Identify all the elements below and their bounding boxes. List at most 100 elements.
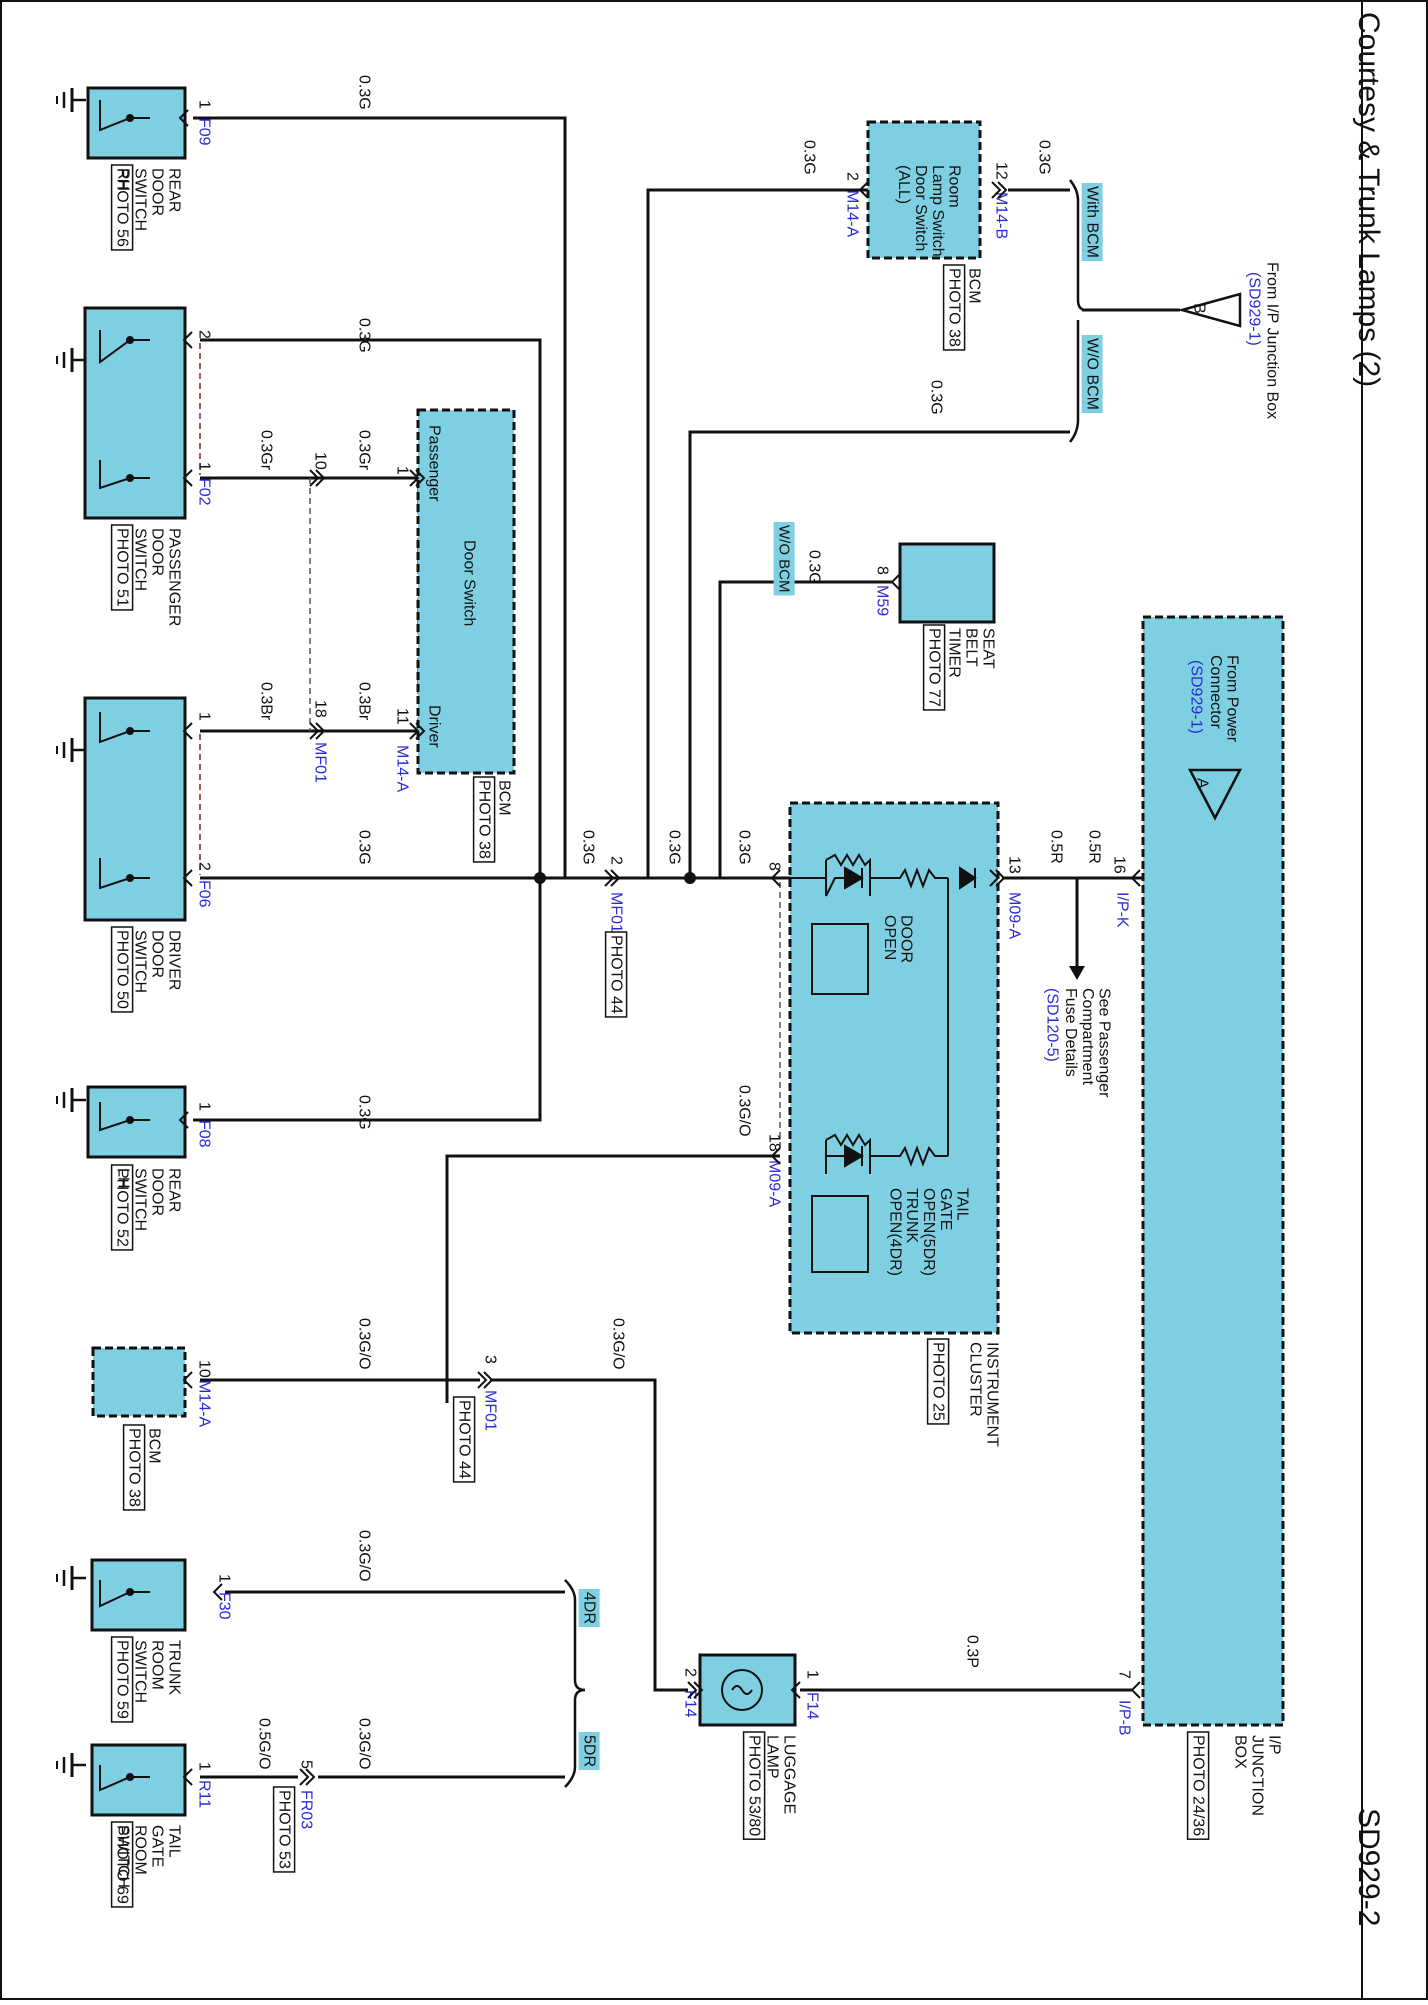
cluster-door-open-0: DOOR	[898, 915, 915, 963]
ip-jb-tag-a	[1187, 768, 1243, 821]
tailgate-wire-left: 0.5G/O	[256, 1718, 273, 1770]
seat-name-line-1: BELT	[963, 628, 980, 667]
chev-mf3	[477, 1371, 494, 1389]
from-ip-jb-text: From I/P Junction Box	[1264, 262, 1281, 419]
rear-door-lh-name-line-2: SWITCH	[132, 1168, 149, 1231]
wires	[193, 116, 1217, 1779]
ip-conn7: I/P-B	[1116, 1700, 1133, 1736]
bcm-ds-pin1: 1	[394, 466, 411, 475]
mf01-wire-right: 0.3G	[736, 830, 753, 865]
mf01-wire-mid: 0.3G	[666, 830, 683, 865]
seat-pin: 8	[874, 566, 891, 575]
driver-conn: F06	[196, 880, 213, 908]
page-code: SD929-2	[1352, 1808, 1385, 1926]
room-lamp-pin-right: 12	[993, 162, 1010, 180]
cluster-tail-1: GATE	[937, 1188, 954, 1230]
room-lamp-wire-wo: 0.3G	[928, 380, 945, 415]
cluster-pin13: 13	[1006, 856, 1023, 874]
chev-rdrh	[178, 109, 189, 127]
tailgate-name-line-3: SWITCH	[115, 1825, 132, 1888]
room-lamp-photo: PHOTO 38	[946, 268, 963, 347]
rear-door-lh-pin: 1	[196, 1102, 213, 1111]
rear-door-lh-conn: F08	[196, 1120, 213, 1148]
tailgate-name-line-1: GATE	[149, 1825, 166, 1867]
driver-wire-g: 0.3G	[356, 830, 373, 865]
component-boxes	[83, 86, 1285, 1817]
ip-pin16: 16	[1111, 856, 1128, 874]
passenger-photo: PHOTO 51	[114, 528, 131, 607]
seat-wire: 0.3G	[806, 550, 823, 585]
bcm-lower-box	[91, 1346, 187, 1418]
luggage-conn1: F14	[804, 1692, 821, 1720]
chev-trunk	[212, 1583, 223, 1601]
rear-door-lh-name-line-3: LH	[115, 1168, 132, 1188]
rear-door-lh-wire: 0.3G	[356, 1095, 373, 1130]
connector-marks	[178, 109, 1141, 1786]
driver-name-line-0: DRIVER	[166, 930, 183, 990]
chev-bcm10	[182, 1371, 193, 1389]
room-lamp-wire-right: 0.3G	[1036, 140, 1053, 175]
rear-door-rh-name-line-1: DOOR	[149, 168, 166, 216]
room-lamp-conn-right: M14-B	[993, 192, 1010, 239]
driver-wire-br: 0.3Br	[258, 682, 275, 721]
with-bcm-label: With BCM	[1084, 186, 1101, 258]
chev-c18	[770, 1147, 781, 1165]
cluster-photo: PHOTO 25	[930, 1342, 947, 1421]
chev-seat	[890, 573, 901, 591]
trunk-name-line-1: ROOM	[149, 1640, 166, 1690]
room-lamp-pin-left: 2	[844, 172, 861, 181]
cluster-name-line-1: CLUSTER	[967, 1342, 984, 1417]
passenger-pin2: 2	[196, 330, 213, 339]
chev-lug2	[687, 1681, 704, 1699]
ip-conn16: I/P-K	[1114, 892, 1131, 928]
connector-triangles	[1177, 292, 1243, 821]
ip-jb-tag-b	[1177, 292, 1242, 328]
tailgate-photo: PHOTO 69	[114, 1825, 131, 1904]
cluster-wire13: 0.5R	[1048, 830, 1065, 864]
chev-room2	[858, 181, 869, 199]
cluster-conn18: M09-A	[766, 1160, 783, 1207]
chev-bcm11	[409, 722, 426, 740]
seat-conn: M59	[874, 585, 891, 616]
cluster-wire18: 0.3G/O	[736, 1085, 753, 1137]
bcm-ds-name: BCM	[496, 780, 513, 816]
bcm-lower-conn: M14-A	[196, 1380, 213, 1427]
ground-symbols	[55, 86, 88, 1779]
fuse-note-line-0: See Passenger	[1096, 988, 1113, 1098]
cluster-internals	[790, 853, 977, 1273]
rear-door-rh-wire: 0.3G	[356, 75, 373, 110]
mf01-pin2: 2	[608, 856, 625, 865]
chev-mf18	[309, 722, 326, 740]
wire-wo-bcm	[688, 430, 1070, 878]
passenger-mf-pin: 10	[312, 452, 329, 470]
tailgate-name-line-0: TAIL	[166, 1825, 183, 1858]
bcm-ds-photo: PHOTO 38	[476, 780, 493, 859]
room-lamp-switch-box	[866, 120, 982, 260]
driver-pin: 2	[196, 862, 213, 871]
chev-tg	[182, 1768, 193, 1786]
mf01-lower-pin: 3	[482, 1355, 499, 1364]
tag-b-letter: B	[1191, 303, 1208, 314]
rear-door-rh-name-line-2: SWITCH	[132, 168, 149, 231]
tailgate-conn: R11	[196, 1780, 213, 1808]
luggage-lamp	[698, 1653, 797, 1727]
trunk-photo: PHOTO 59	[114, 1640, 131, 1719]
cluster-tail-3: TRUNK	[903, 1188, 920, 1243]
bcm-ds-title: Door Switch	[461, 540, 478, 626]
chev-pass2	[182, 331, 193, 349]
wire-mf01-luggage	[490, 1378, 688, 1692]
room-lamp-line-1: Lamp Switch	[929, 165, 946, 257]
bcm-ds-driver: Driver	[426, 705, 443, 748]
trunk-pin: 1	[216, 1574, 233, 1583]
chev-mf2	[604, 869, 621, 887]
chev-pass1	[182, 469, 193, 487]
tailgate-fr-photo: PHOTO 53	[276, 1790, 293, 1869]
bcm-ds-passenger: Passenger	[426, 425, 443, 502]
driver-photo: PHOTO 50	[114, 930, 131, 1009]
ip-wire7: 0.3P	[964, 1635, 981, 1668]
passenger-pin1: 1	[196, 462, 213, 471]
chev-ip7	[1130, 1681, 1141, 1699]
rear-door-rh-conn: F09	[196, 118, 213, 146]
